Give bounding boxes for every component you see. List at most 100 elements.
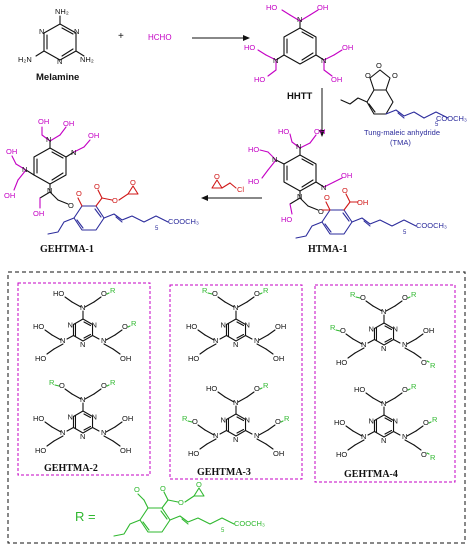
arm-bond	[46, 348, 55, 355]
ether-o: O	[402, 293, 408, 302]
r-group-label: R	[110, 286, 116, 295]
plus-sign: +	[118, 31, 124, 42]
arm-bond	[224, 301, 235, 308]
arm-bond	[413, 444, 422, 451]
arrow-head	[319, 130, 325, 137]
ether-o: O	[101, 289, 107, 298]
oh-label: OH	[4, 191, 15, 200]
carbonyl-o: O	[76, 189, 82, 198]
oh-label: OH	[341, 171, 352, 180]
ho-label: HO	[354, 385, 365, 394]
double-bond	[236, 428, 245, 434]
ether-o: O	[360, 293, 366, 302]
ring-n-label: N	[92, 321, 97, 330]
r-bond	[187, 420, 193, 423]
double-bond	[384, 417, 393, 423]
arm-bond	[197, 424, 206, 431]
ho-label: HO	[254, 75, 265, 84]
ether-o: O	[275, 417, 281, 426]
r-group-label: R =	[75, 509, 96, 524]
amine-n-label: N	[272, 155, 277, 164]
amine-n-label: N	[213, 431, 218, 440]
ring-n-label: N	[220, 321, 225, 330]
ho-label: HO	[33, 322, 44, 331]
oh-label: OH	[38, 117, 49, 126]
arm-bond	[354, 439, 365, 446]
triazine-ring	[225, 318, 247, 342]
amine-n-label: N	[101, 336, 106, 345]
amine-n-label: N	[296, 142, 301, 151]
arm-bond	[345, 333, 354, 340]
arm-bond	[406, 338, 417, 345]
arm-bond	[265, 443, 274, 450]
arm-bond	[237, 301, 248, 308]
ether-o: O	[254, 384, 260, 393]
ether-o: O	[101, 381, 107, 390]
arm-bond	[394, 300, 403, 307]
ring-n-label: N	[245, 416, 250, 425]
chlorine-label: Cl	[237, 185, 244, 194]
double-bond	[384, 337, 393, 343]
arm-bond	[206, 438, 217, 445]
ether-o: O	[122, 322, 128, 331]
oh-label: OH	[275, 322, 286, 331]
arm-bond	[256, 343, 267, 350]
ether-o: O	[254, 289, 260, 298]
ring-n-label: N	[233, 340, 238, 349]
r-group-label: R	[263, 286, 269, 295]
arrow-head	[243, 35, 250, 41]
r-group-label: R	[411, 382, 417, 391]
amine-bond	[219, 429, 228, 435]
arm-bond	[64, 388, 73, 395]
arm-bond	[199, 348, 208, 355]
gehtma1-structure: OH OH OH OH OH OH N N N N O O O O O	[4, 117, 199, 235]
arm-bond	[103, 343, 114, 350]
arm-bond	[415, 333, 424, 340]
ring-n-label: N	[368, 417, 373, 426]
ester-o: O	[68, 201, 74, 210]
ho-label: HO	[248, 145, 259, 154]
oh-label: OH	[88, 131, 99, 140]
r-bond	[355, 296, 361, 299]
oh-label: OH	[357, 198, 368, 207]
arm-bond	[256, 438, 267, 445]
r-bond	[280, 420, 284, 423]
arm-bond	[71, 393, 82, 400]
r-group-label: R	[432, 415, 438, 424]
r-group-label: R	[430, 361, 436, 370]
ring-n-label: N	[368, 325, 373, 334]
double-bond	[83, 413, 92, 419]
cooch3-label: COOCH₃	[436, 114, 467, 123]
r-bond	[207, 292, 213, 295]
arm-bond	[64, 296, 73, 303]
ho-label: HO	[248, 177, 259, 186]
r-group-label: R	[350, 290, 356, 299]
r-group-label: R	[202, 286, 208, 295]
triazine-ring	[373, 322, 395, 346]
hhtt-structure: HO OH OH OH HO HO N N N	[244, 3, 353, 84]
arm-bond	[46, 440, 55, 447]
triazine-ring	[225, 413, 247, 437]
amine-bond	[244, 429, 253, 435]
arm-bond	[415, 425, 424, 432]
amine-n-label: N	[361, 340, 366, 349]
amine-n-label: N	[402, 432, 407, 441]
carbonyl-o: O	[94, 182, 100, 191]
triazine-ring	[72, 318, 94, 342]
epichlorohydrin-structure: O Cl	[211, 172, 244, 194]
ether-o: O	[423, 418, 429, 427]
melamine-structure: NH₂ NH₂ H₂N N N N	[18, 7, 94, 66]
arm-bond	[265, 348, 274, 355]
r-bond	[259, 292, 263, 295]
carbonyl-o: O	[365, 71, 371, 80]
epoxide-o: O	[214, 172, 220, 181]
amine-bond	[367, 338, 376, 344]
amine-n-label: N	[297, 15, 302, 24]
r-bond	[259, 387, 263, 390]
amine-bond	[91, 426, 100, 432]
ring-n-label: N	[80, 340, 85, 349]
